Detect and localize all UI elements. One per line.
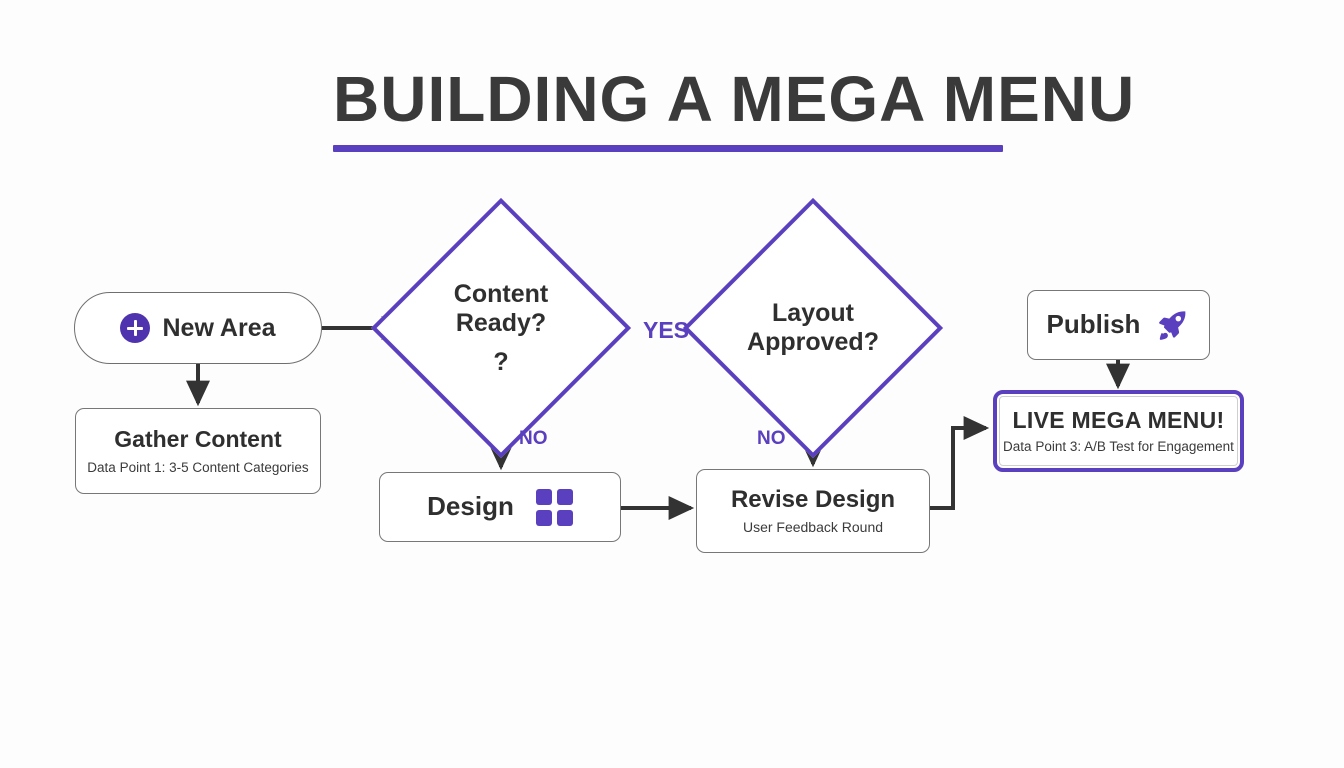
node-gather-content[interactable]: Gather Content Data Point 1: 3-5 Content… <box>75 408 321 494</box>
node-revise-design-subtitle: User Feedback Round <box>742 519 884 536</box>
grid-2x2-icon <box>535 488 573 526</box>
node-design-label: Design <box>427 491 514 522</box>
edge-revise-design-to-live-mega-menu <box>930 416 990 510</box>
plus-circle-icon <box>120 313 151 343</box>
node-live-mega-menu[interactable]: LIVE MEGA MENU! Data Point 3: A/B Test f… <box>993 390 1244 472</box>
node-live-mega-menu-title: LIVE MEGA MENU! <box>1012 407 1225 434</box>
edge-label-yes: YES <box>643 317 690 343</box>
node-revise-design-title: Revise Design <box>730 485 896 513</box>
node-new-area[interactable]: New Area <box>74 292 322 364</box>
node-gather-content-subtitle: Data Point 1: 3-5 Content Categories <box>87 459 309 475</box>
node-live-mega-menu-subtitle: Data Point 3: A/B Test for Engagement <box>1003 438 1234 454</box>
edge-label-no-layout-approved: NO <box>757 428 786 449</box>
edge-label-no-content-ready: NO <box>519 428 548 449</box>
node-design[interactable]: Design <box>379 472 621 542</box>
title-underline-rule <box>333 145 1003 153</box>
node-layout-approved-decision[interactable]: Layout Approved? <box>682 197 944 459</box>
node-content-ready-decision[interactable]: Content Ready? ? <box>370 197 632 459</box>
page-title: BUILDING A MEGA MENU <box>333 63 1136 135</box>
rocket-icon <box>1156 308 1190 342</box>
node-publish-label: Publish <box>1046 309 1141 340</box>
diamond-shape <box>370 197 632 459</box>
node-publish[interactable]: Publish <box>1027 290 1210 360</box>
node-new-area-label: New Area <box>162 313 276 342</box>
node-revise-design[interactable]: Revise Design User Feedback Round <box>696 469 930 553</box>
diamond-shape <box>682 197 944 459</box>
node-gather-content-title: Gather Content <box>114 426 282 453</box>
title-block: BUILDING A MEGA MENU <box>333 63 1136 153</box>
